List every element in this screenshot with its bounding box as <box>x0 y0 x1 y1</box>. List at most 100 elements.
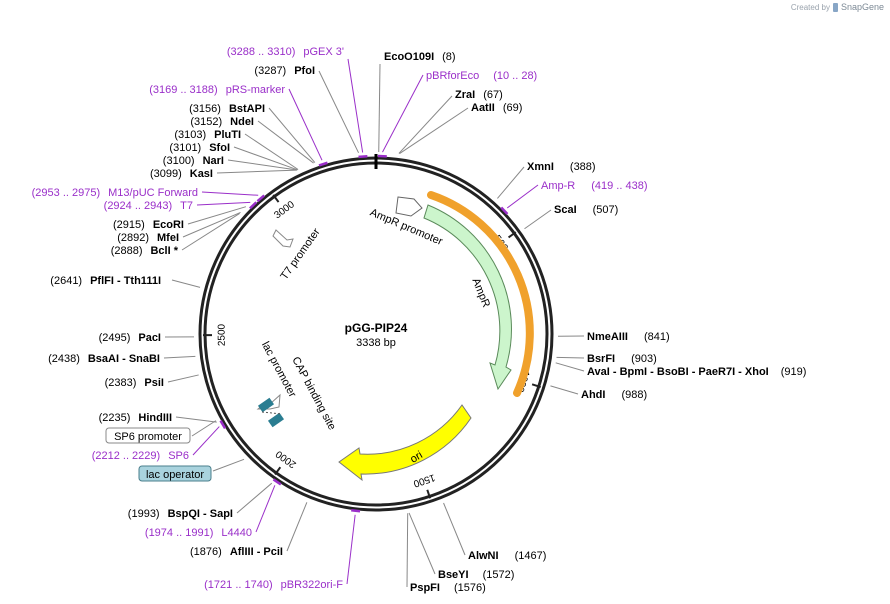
sp6-promoter-box[interactable]: SP6 promoter <box>105 427 191 444</box>
leader-line <box>182 211 241 238</box>
enzyme-label[interactable]: (3100)NarI <box>163 155 224 167</box>
lac-site-dashes <box>261 411 283 415</box>
primer-label[interactable]: (1721 .. 1740)pBR322ori-F <box>204 579 343 591</box>
leader-line <box>556 356 585 359</box>
leader-line <box>187 206 247 225</box>
ring-tick <box>507 231 517 239</box>
ring-tick <box>426 489 432 499</box>
enzyme-label[interactable]: (3099)KasI <box>150 168 213 180</box>
primer-label[interactable]: (3169 .. 3188)pRS-marker <box>149 84 285 96</box>
leader-line <box>191 420 217 437</box>
enzyme-label[interactable]: (2915)EcoRI <box>113 219 184 231</box>
leader-line <box>175 416 217 423</box>
leader-line <box>227 159 298 171</box>
enzyme-label[interactable]: (3156)BstAPI <box>189 103 265 115</box>
t7-promoter-arrow <box>272 229 294 248</box>
leader-lines <box>163 58 585 588</box>
leader-line <box>408 512 436 575</box>
leader-line <box>196 201 251 206</box>
enzyme-label[interactable]: AhdI(988) <box>581 389 647 401</box>
leader-line <box>192 426 220 456</box>
enzyme-label[interactable]: (2438)BsaAI - SnaBI <box>48 353 160 365</box>
primer-label[interactable]: pBRforEco(10 .. 28) <box>426 70 537 82</box>
credit-prefix: Created by <box>790 2 830 12</box>
primer-site-marker <box>318 161 328 167</box>
ampr-promoter-arrow <box>395 196 423 217</box>
enzyme-label[interactable]: AvaI - BpmI - BsoBI - PaeR7I - XhoI(919) <box>587 366 806 378</box>
primer-label[interactable]: (2953 .. 2975)M13/pUC Forward <box>32 187 198 199</box>
enzyme-label[interactable]: EcoO109I(8) <box>384 51 456 63</box>
enzyme-label[interactable]: (3101)SfoI <box>169 142 230 154</box>
leader-line <box>318 70 360 154</box>
enzyme-label[interactable]: (2235)HindIII <box>99 412 172 424</box>
leader-line <box>398 95 453 154</box>
enzyme-labels-right: EcoO109I(8) ZraI(67) AatII(69) XmnI(388)… <box>384 51 806 594</box>
ring-tick <box>272 194 280 203</box>
lac-operator-label: lac operator <box>146 469 204 481</box>
enzyme-label[interactable]: (2888)BclI * <box>111 245 179 257</box>
enzyme-label[interactable]: XmnI(388) <box>527 161 596 173</box>
enzyme-label[interactable]: ScaI(507) <box>554 204 618 216</box>
t7-promoter-label: T7 promoter <box>278 226 322 282</box>
leader-line <box>286 502 308 552</box>
leader-line <box>167 374 199 383</box>
enzyme-label[interactable]: (3152)NdeI <box>190 116 254 128</box>
enzyme-label[interactable]: (2641)PflFI - Tth111I <box>50 275 161 287</box>
primer-label[interactable]: (2924 .. 2943)T7 <box>104 200 193 212</box>
primer-label[interactable]: Amp-R(419 .. 438) <box>541 180 648 192</box>
leader-line <box>233 146 298 171</box>
lac-promoter-label: lac promoter <box>259 340 298 400</box>
enzyme-label[interactable]: (1993)BspQI - SapI <box>128 508 233 520</box>
leader-line <box>524 209 552 230</box>
primer-label[interactable]: (1974 .. 1991)L4440 <box>145 527 252 539</box>
cap-binding-site <box>257 397 275 413</box>
ring-tick-label: 2500 <box>217 323 228 346</box>
primer-label[interactable]: (2212 .. 2229)SP6 <box>92 450 189 462</box>
primer-site-marker <box>500 206 509 215</box>
ring-tick-label: 2000 <box>274 448 299 470</box>
leader-line <box>550 385 579 395</box>
enzyme-label[interactable]: (3103)PluTI <box>174 129 241 141</box>
leader-line <box>347 58 364 153</box>
enzyme-label[interactable]: AatII(69) <box>471 102 522 114</box>
leader-line <box>181 213 240 251</box>
enzyme-label[interactable]: ZraI(67) <box>455 89 503 101</box>
leader-line <box>406 513 409 588</box>
enzyme-labels-left: (3287)PfoI (3156)BstAPI (3152)NdeI (3103… <box>48 65 315 558</box>
enzyme-label[interactable]: BseYI(1572) <box>438 569 514 581</box>
enzyme-label[interactable]: NmeAIII(841) <box>587 331 670 343</box>
leader-line <box>497 166 525 199</box>
leader-line <box>171 279 201 288</box>
enzyme-label[interactable]: BsrFI(903) <box>587 353 657 365</box>
snapgene-logo-icon <box>832 2 838 12</box>
plasmid-size: 3338 bp <box>356 337 396 349</box>
enzyme-label[interactable]: (1876)AflIII - PciI <box>190 546 283 558</box>
primer-site-marker <box>249 201 258 210</box>
ring-tick-label: 3000 <box>272 199 297 221</box>
leader-line <box>399 107 469 154</box>
enzyme-label[interactable]: AlwNI(1467) <box>468 550 546 562</box>
leader-line <box>346 514 356 585</box>
lac-operator-site <box>267 412 285 428</box>
leader-line <box>255 485 276 533</box>
enzyme-label[interactable]: (2383)PsiI <box>105 377 164 389</box>
enzyme-label[interactable]: PspFI(1576) <box>410 582 486 594</box>
feature-arrows <box>256 191 534 482</box>
ring-tick <box>274 466 282 476</box>
sp6-promoter-label: SP6 promoter <box>114 431 182 443</box>
enzyme-label[interactable]: (3287)PfoI <box>254 65 315 77</box>
snapgene-credit: Created by SnapGene <box>791 2 884 12</box>
primer-site-marker <box>358 154 368 159</box>
primer-label[interactable]: (3288 .. 3310)pGEX 3' <box>227 46 344 58</box>
plasmid-name: pGG-PIP24 <box>345 321 408 335</box>
primer-site-marker <box>219 420 227 429</box>
leader-line <box>257 120 314 164</box>
leader-line <box>382 74 424 153</box>
ori-arrow <box>338 404 472 482</box>
primer-site-marker <box>272 478 282 486</box>
lac-operator-box[interactable]: lac operator <box>138 465 212 482</box>
ampr-arrow <box>423 204 512 391</box>
enzyme-label[interactable]: (2892)MfeI <box>117 232 179 244</box>
enzyme-label[interactable]: (2495)PacI <box>99 332 161 344</box>
